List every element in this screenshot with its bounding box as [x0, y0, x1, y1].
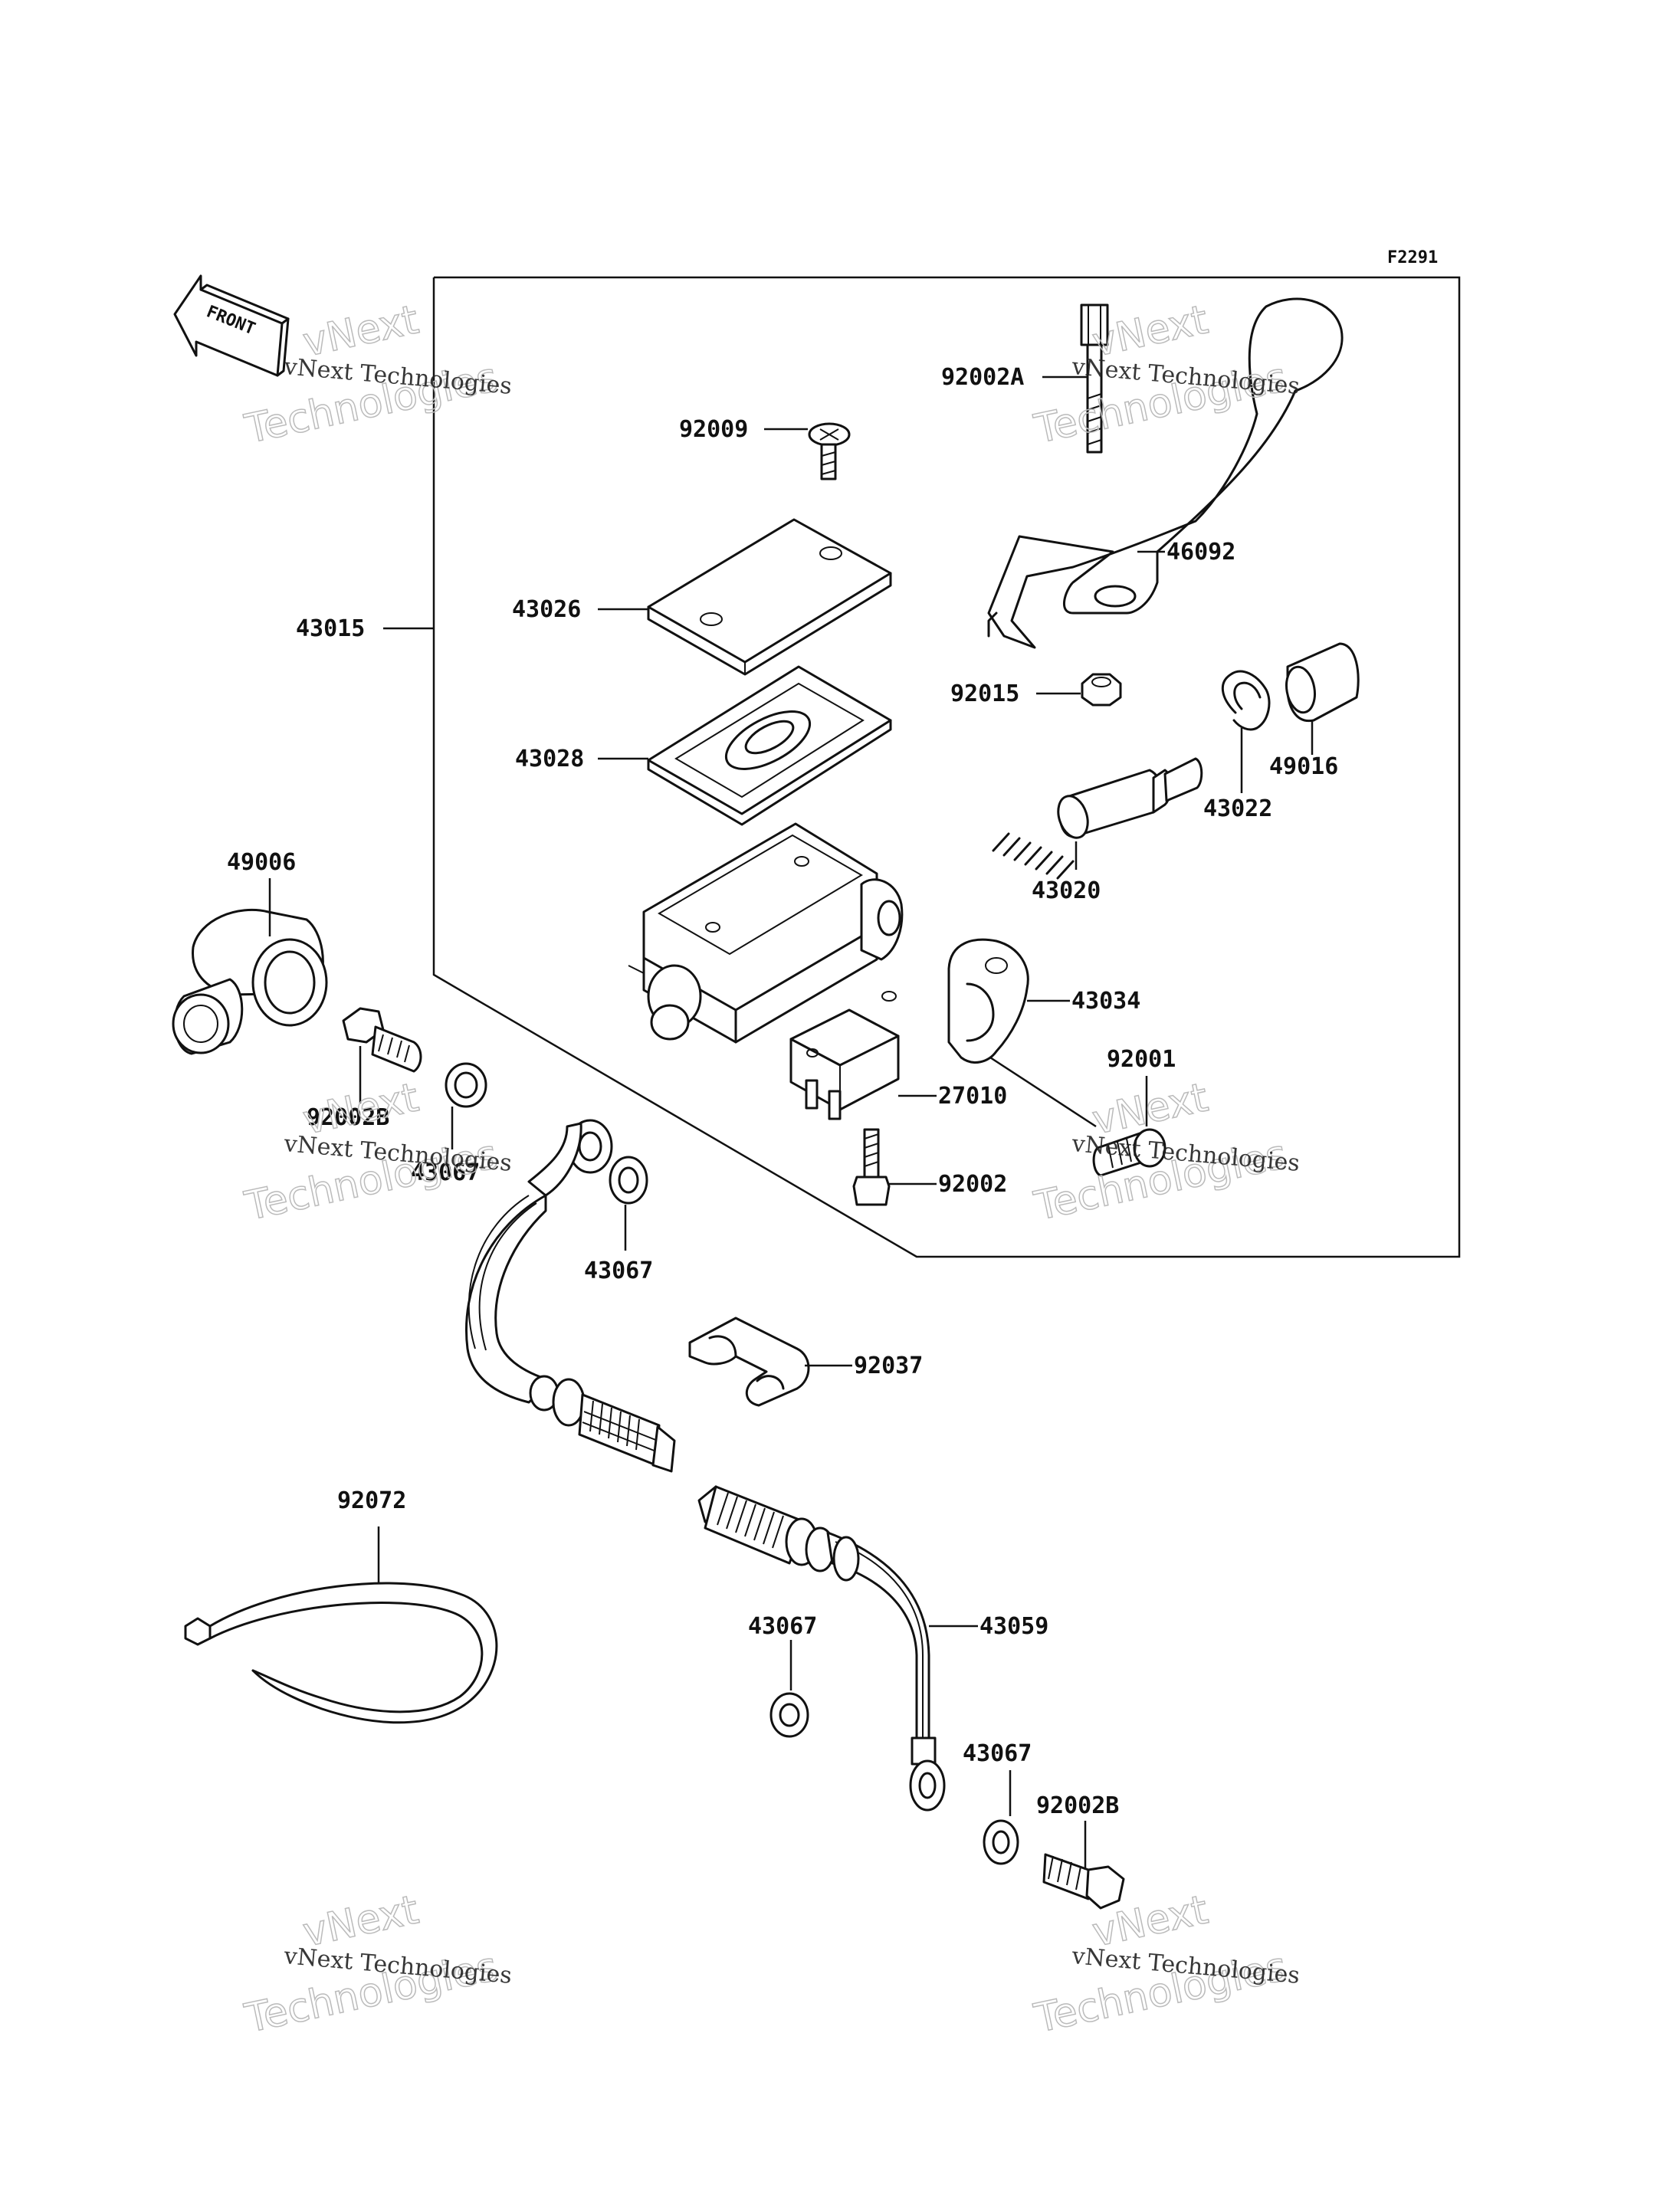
- label-92072: 92072: [337, 1487, 406, 1514]
- cable-tie-92072-icon: [184, 1582, 498, 1724]
- label-43067-lower: 43067: [748, 1613, 817, 1640]
- label-43020: 43020: [1032, 877, 1101, 904]
- label-43026: 43026: [512, 596, 581, 623]
- label-92015: 92015: [950, 680, 1019, 707]
- label-92002b-left: 92002B: [307, 1104, 389, 1131]
- washer-43067-right-icon: [983, 1819, 1019, 1865]
- label-43067-left: 43067: [411, 1159, 480, 1186]
- label-92002: 92002: [938, 1171, 1007, 1198]
- watermark-top-left: vNext Technologies vNext Technologies: [241, 297, 514, 454]
- label-43034: 43034: [1071, 988, 1140, 1015]
- watermark-bottom-left: vNext Technologies vNext Technologies: [241, 1887, 514, 2043]
- washer-43067-lower-icon: [769, 1692, 809, 1738]
- assembly-boundary: [432, 276, 1461, 1258]
- clamp-43034-icon: [947, 938, 1029, 1064]
- label-43015: 43015: [296, 615, 365, 642]
- label-92001: 92001: [1107, 1046, 1176, 1073]
- fitting-49006-icon: [172, 908, 328, 1055]
- reservoir-cap-icon: [647, 518, 892, 676]
- bolt-92001-icon: [1092, 1128, 1166, 1177]
- label-43067-right: 43067: [963, 1740, 1032, 1767]
- banjo-bolt-92002b-right-icon: [1042, 1853, 1125, 1910]
- figure-code: F2291: [1387, 248, 1438, 267]
- washer-43067-left-icon: [445, 1062, 487, 1108]
- front-arrow-icon: FRONT: [173, 274, 290, 377]
- nut-92015-icon: [1081, 673, 1122, 707]
- hose-clip-92037-icon: [688, 1317, 810, 1407]
- label-46092: 46092: [1166, 539, 1235, 566]
- label-43059: 43059: [979, 1613, 1048, 1640]
- label-49006: 49006: [227, 849, 296, 876]
- brake-hose-upper-icon: [465, 1119, 676, 1473]
- screw-92009-icon: [808, 422, 851, 480]
- washer-43067-mid-icon: [609, 1156, 648, 1205]
- diaphragm-icon: [647, 665, 892, 826]
- brake-lever-icon: [987, 297, 1344, 649]
- label-43022: 43022: [1203, 795, 1272, 822]
- label-27010: 27010: [938, 1083, 1007, 1110]
- label-92009: 92009: [679, 416, 748, 443]
- circlip-icon: [1221, 670, 1271, 731]
- bolt-92002a-icon: [1080, 303, 1109, 454]
- label-49016: 49016: [1269, 753, 1338, 780]
- watermark-mid-right: vNext Technologies vNext Technologies: [1030, 1074, 1301, 1231]
- master-cylinder-body-icon: [628, 822, 904, 1044]
- brake-switch-27010-icon: [789, 1008, 900, 1120]
- label-43028: 43028: [515, 746, 584, 772]
- bolt-92002-icon: [852, 1128, 891, 1206]
- label-92002b-right: 92002B: [1036, 1792, 1119, 1819]
- banjo-bolt-92002b-left-icon: [342, 1007, 422, 1073]
- brake-hose-lower-43059-icon: [697, 1485, 946, 1812]
- label-43067-mid: 43067: [584, 1258, 653, 1284]
- label-92037: 92037: [854, 1353, 923, 1379]
- piston-kit-icon: [992, 757, 1203, 880]
- watermark-bottom-right: vNext Technologies vNext Technologies: [1030, 1887, 1301, 2043]
- boot-49016-icon: [1285, 642, 1360, 723]
- label-92002a: 92002A: [941, 364, 1024, 391]
